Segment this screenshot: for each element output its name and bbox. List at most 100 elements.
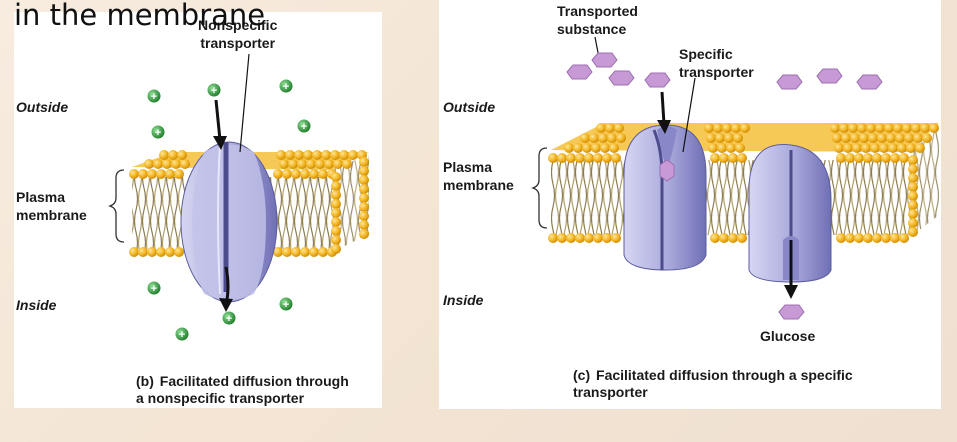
- phospholipid-head: [908, 155, 918, 165]
- phospholipid-head: [359, 229, 369, 239]
- phospholipid-head: [333, 159, 343, 169]
- phospholipid-head: [589, 133, 599, 143]
- phospholipid-head: [165, 247, 175, 257]
- ion-charge-symbol: +: [226, 313, 232, 325]
- phospholipid-head: [609, 143, 619, 153]
- phospholipid-head: [908, 209, 918, 219]
- phospholipid-head: [359, 166, 369, 176]
- phospholipid-head: [580, 133, 590, 143]
- specific-membrane-illustration: [530, 36, 939, 320]
- phospholipid-head: [728, 233, 738, 243]
- phospholipid-head: [906, 143, 916, 153]
- phospholipid-head: [722, 123, 732, 133]
- phospholipid-head: [832, 133, 842, 143]
- phospholipid-head: [593, 233, 603, 243]
- ion-particle: [279, 79, 293, 93]
- phospholipid-head: [330, 150, 340, 160]
- phospholipid-head: [291, 169, 301, 179]
- phospholipid-head: [309, 247, 319, 257]
- phospholipid-head: [168, 150, 178, 160]
- substance-molecule: [566, 64, 593, 80]
- phospholipid-head: [857, 123, 867, 133]
- phospholipid-head: [888, 143, 898, 153]
- phospholipid-head: [854, 233, 864, 243]
- phospholipid-head: [611, 233, 621, 243]
- phospholipid-head: [285, 150, 295, 160]
- phospholipid-head: [886, 133, 896, 143]
- phospholipid-head: [591, 143, 601, 153]
- phospholipid-head: [548, 153, 558, 163]
- phospholipid-head: [153, 159, 163, 169]
- phospholipid-head: [902, 123, 912, 133]
- phospholipid-head: [147, 169, 157, 179]
- phospholipid-head: [719, 233, 729, 243]
- phospholipid-head: [740, 123, 750, 133]
- nonspecific-membrane-illustration: +++++++++: [107, 53, 369, 341]
- outside-label: Outside: [16, 99, 69, 115]
- phospholipid-head: [899, 233, 909, 243]
- phospholipid-head: [616, 133, 626, 143]
- phospholipid-head: [713, 123, 723, 133]
- substance-molecule: [776, 74, 803, 90]
- ion-charge-symbol: +: [179, 329, 185, 341]
- phospholipid-head: [282, 169, 292, 179]
- phospholipid-head: [331, 181, 341, 191]
- ion-charge-symbol: +: [283, 81, 289, 93]
- phospholipid-head: [602, 153, 612, 163]
- phospholipid-head: [611, 153, 621, 163]
- substance-molecule: [608, 70, 635, 86]
- phospholipid-head: [922, 133, 932, 143]
- phospholipid-head: [359, 211, 369, 221]
- phospholipid-head: [165, 169, 175, 179]
- phospholipid-head: [602, 233, 612, 243]
- ion-particle: [147, 281, 161, 295]
- specific-transporter-label: Specific transporter: [679, 46, 754, 80]
- ion-particle: [279, 297, 293, 311]
- specific-transporter-open-outside: [623, 124, 707, 271]
- phospholipid-head: [913, 133, 923, 143]
- phospholipid-head: [733, 133, 743, 143]
- phospholipid-head: [854, 153, 864, 163]
- inside-label: Inside: [16, 297, 57, 313]
- phospholipid-head: [875, 123, 885, 133]
- phospholipid-head: [843, 143, 853, 153]
- lipid-bilayer: [548, 123, 939, 243]
- phospholipid-head: [324, 159, 334, 169]
- ion-particle: [151, 125, 165, 139]
- phospholipid-head: [731, 123, 741, 133]
- phospholipid-head: [171, 159, 181, 169]
- phospholipid-head: [331, 199, 341, 209]
- phospholipid-head: [836, 233, 846, 243]
- membrane-brace: [530, 147, 548, 229]
- phospholipid-head: [908, 164, 918, 174]
- phospholipid-head: [584, 233, 594, 243]
- phospholipid-head: [306, 159, 316, 169]
- phospholipid-head: [359, 193, 369, 203]
- phospholipid-head: [830, 123, 840, 133]
- phospholipid-head: [908, 191, 918, 201]
- phospholipid-head: [904, 133, 914, 143]
- slide-title: in the membrane: [14, 0, 266, 32]
- nonspecific-transporter-protein: [180, 141, 278, 303]
- plasma-membrane-label: Plasma membrane: [443, 159, 514, 193]
- phospholipid-head: [331, 217, 341, 227]
- substance-molecule: [591, 52, 618, 68]
- phospholipid-head: [564, 143, 574, 153]
- phospholipid-head: [728, 153, 738, 163]
- phospholipid-head: [159, 150, 169, 160]
- phospholipid-head: [834, 143, 844, 153]
- phospholipid-head: [575, 233, 585, 243]
- phospholipid-head: [897, 143, 907, 153]
- ion-charge-symbol: +: [301, 121, 307, 133]
- phospholipid-head: [899, 153, 909, 163]
- ion-particle: [175, 327, 189, 341]
- transported-substance-label: Transported substance: [557, 3, 638, 37]
- phospholipid-head: [180, 159, 190, 169]
- phospholipid-head: [300, 247, 310, 257]
- phospholipid-head: [359, 184, 369, 194]
- phospholipid-head: [852, 143, 862, 153]
- phospholipid-head: [848, 123, 858, 133]
- caption-b: (b) Facilitated diffusion through a nons…: [136, 373, 349, 406]
- phospholipid-head: [605, 123, 615, 133]
- phospholipid-head: [863, 153, 873, 163]
